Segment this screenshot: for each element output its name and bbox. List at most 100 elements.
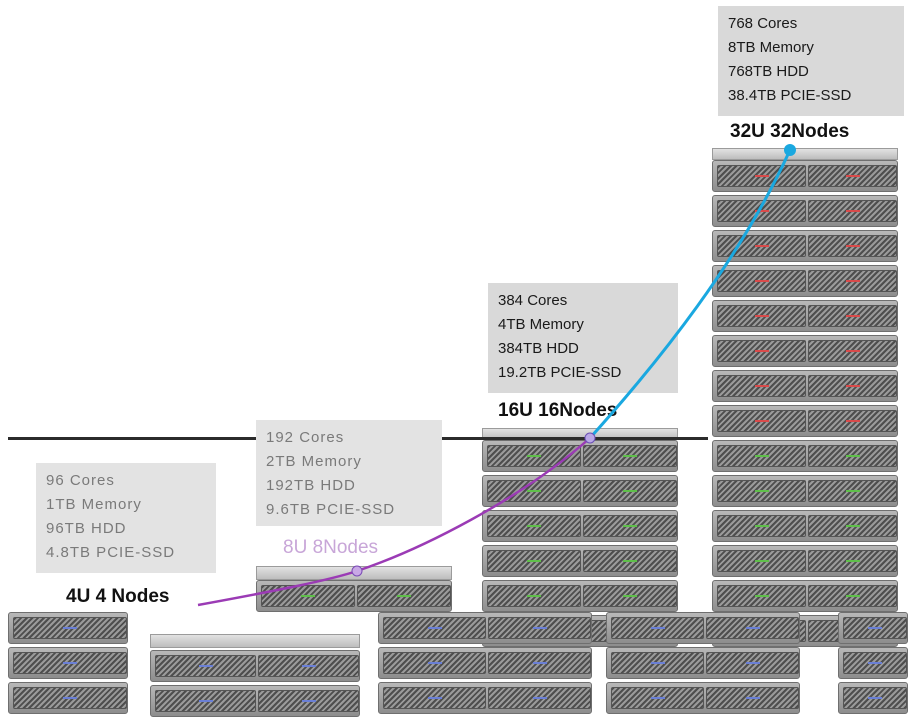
status-led — [301, 665, 316, 667]
server-chassis — [712, 265, 898, 297]
status-led — [63, 627, 77, 629]
status-led — [650, 697, 665, 699]
status-led — [527, 455, 541, 457]
drive-bay — [843, 617, 907, 639]
drive-bay — [808, 235, 897, 257]
drive-bay — [706, 617, 799, 639]
status-led — [527, 525, 541, 527]
spec-memory: 1TB Memory — [46, 496, 142, 513]
status-led — [623, 525, 637, 527]
server-chassis — [256, 580, 452, 612]
spec-cores: 384 Cores — [498, 292, 568, 309]
status-led — [868, 697, 882, 699]
drive-bay — [488, 687, 591, 709]
drive-bay — [261, 585, 355, 607]
drive-bay — [808, 200, 897, 222]
server-chassis — [712, 160, 898, 192]
status-led — [845, 455, 860, 457]
server-chassis — [712, 195, 898, 227]
server-chassis — [378, 682, 592, 714]
status-led — [650, 627, 665, 629]
drive-bay — [808, 445, 897, 467]
server-chassis — [712, 545, 898, 577]
drive-bay — [717, 200, 806, 222]
drive-bay — [357, 585, 451, 607]
status-led — [745, 697, 760, 699]
status-led — [845, 525, 860, 527]
node-dot-16u — [584, 432, 596, 444]
drive-bay — [383, 652, 486, 674]
drive-bay — [487, 585, 581, 607]
spec-memory: 2TB Memory — [266, 453, 362, 470]
status-led — [754, 385, 769, 387]
status-led — [845, 245, 860, 247]
growth-curve-blue — [588, 149, 792, 440]
chassis-lid — [150, 634, 360, 648]
server-chassis — [378, 647, 592, 679]
server-chassis — [8, 612, 128, 644]
spec-cores: 768 Cores — [728, 15, 798, 32]
status-led — [845, 385, 860, 387]
spec-ssd: 38.4TB PCIE-SSD — [728, 87, 852, 104]
drive-bay — [808, 375, 897, 397]
drive-bay — [258, 655, 359, 677]
status-led — [754, 455, 769, 457]
status-led — [623, 455, 637, 457]
status-led — [754, 280, 769, 282]
drive-bay — [717, 305, 806, 327]
status-led — [198, 700, 213, 702]
drive-bay — [717, 235, 806, 257]
node-dot-8u — [351, 565, 363, 577]
status-led — [868, 662, 882, 664]
server-chassis — [606, 682, 800, 714]
growth-curve-purple — [197, 437, 591, 607]
drive-bay — [383, 617, 486, 639]
spec-box-4u: 96 Cores 1TB Memory 96TB HDD 4.8TB PCIE-… — [36, 463, 216, 573]
status-led — [527, 490, 541, 492]
drive-bay — [155, 690, 256, 712]
server-chassis — [838, 647, 908, 679]
config-label-16u: 16U 16Nodes — [498, 400, 618, 421]
server-chassis — [712, 580, 898, 612]
status-led — [397, 595, 411, 597]
status-led — [754, 315, 769, 317]
status-led — [527, 560, 541, 562]
drive-bay — [808, 515, 897, 537]
status-led — [845, 350, 860, 352]
server-chassis — [482, 545, 678, 577]
server-chassis — [482, 580, 678, 612]
drive-bay — [583, 480, 677, 502]
drive-bay — [583, 445, 677, 467]
drive-bay — [717, 165, 806, 187]
drive-bay — [717, 270, 806, 292]
status-led — [427, 697, 442, 699]
drive-bay — [717, 410, 806, 432]
server-chassis — [482, 510, 678, 542]
status-led — [63, 697, 77, 699]
server-chassis — [838, 682, 908, 714]
drive-bay — [383, 687, 486, 709]
status-led — [754, 525, 769, 527]
status-led — [754, 560, 769, 562]
status-led — [527, 595, 541, 597]
drive-bay — [717, 515, 806, 537]
status-led — [754, 350, 769, 352]
status-led — [845, 210, 860, 212]
spec-cores: 192 Cores — [266, 429, 345, 446]
spec-hdd: 384TB HDD — [498, 340, 579, 357]
status-led — [868, 627, 882, 629]
status-led — [845, 595, 860, 597]
spec-box-8u: 192 Cores 2TB Memory 192TB HDD 9.6TB PCI… — [256, 420, 442, 526]
node-dot-32u — [784, 144, 796, 156]
drive-bay — [808, 550, 897, 572]
drive-bay — [611, 617, 704, 639]
spec-ssd: 19.2TB PCIE-SSD — [498, 364, 622, 381]
server-chassis — [606, 647, 800, 679]
status-led — [623, 560, 637, 562]
status-led — [532, 627, 547, 629]
spec-memory: 4TB Memory — [498, 316, 584, 333]
drive-bay — [488, 652, 591, 674]
status-led — [301, 700, 316, 702]
spec-ssd: 9.6TB PCIE-SSD — [266, 501, 396, 518]
status-led — [745, 662, 760, 664]
